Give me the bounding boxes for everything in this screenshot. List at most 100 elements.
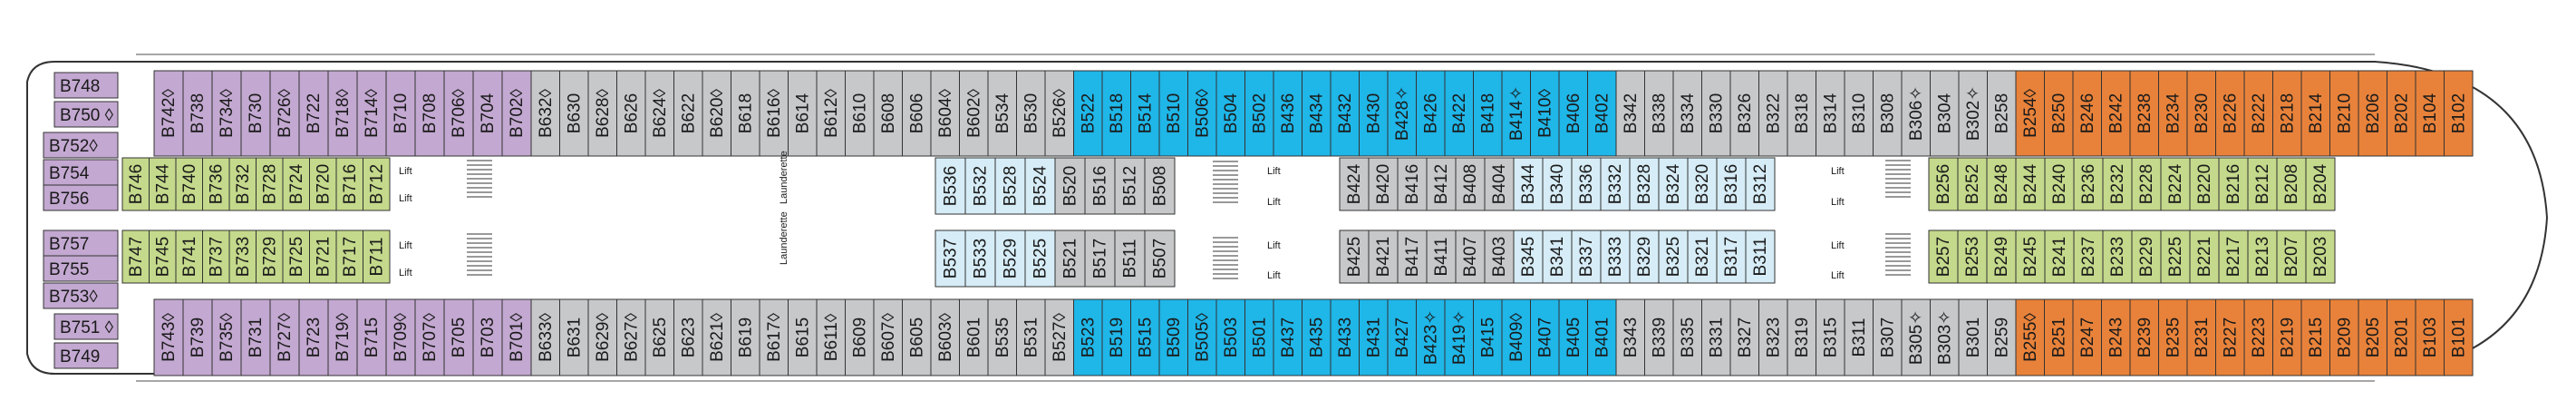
cabin-B515[interactable]: B515 — [1130, 298, 1160, 376]
cabin-B506[interactable]: B506◊ — [1187, 70, 1217, 157]
cabin-B534[interactable]: B534 — [987, 70, 1017, 157]
cabin-B502[interactable]: B502 — [1244, 70, 1274, 157]
cabin-B415[interactable]: B415 — [1473, 298, 1503, 376]
cabin-B206[interactable]: B206 — [2358, 70, 2387, 157]
cabin-B236[interactable]: B236 — [2073, 157, 2104, 211]
cabin-B331[interactable]: B331 — [1701, 298, 1731, 376]
cabin-B535[interactable]: B535 — [987, 298, 1017, 376]
cabin-B103[interactable]: B103 — [2415, 298, 2445, 376]
cabin-B406[interactable]: B406 — [1558, 70, 1588, 157]
cabin-B750[interactable]: B750 ◊ — [53, 101, 119, 128]
cabin-B251[interactable]: B251 — [2044, 298, 2074, 376]
cabin-B729[interactable]: B729 — [256, 230, 284, 284]
cabin-B614[interactable]: B614 — [788, 70, 818, 157]
cabin-B212[interactable]: B212 — [2247, 157, 2278, 211]
cabin-B249[interactable]: B249 — [1986, 230, 2017, 284]
cabin-B223[interactable]: B223 — [2243, 298, 2273, 376]
cabin-B246[interactable]: B246 — [2072, 70, 2102, 157]
cabin-B403[interactable]: B403 — [1484, 230, 1515, 284]
cabin-B718[interactable]: B718◊ — [327, 70, 358, 157]
cabin-B316[interactable]: B316 — [1716, 157, 1747, 211]
cabin-B723[interactable]: B723 — [298, 298, 329, 376]
cabin-B731[interactable]: B731 — [240, 298, 271, 376]
cabin-B408[interactable]: B408 — [1455, 157, 1486, 211]
cabin-B402[interactable]: B402 — [1587, 70, 1617, 157]
cabin-B620[interactable]: B620◊ — [702, 70, 731, 157]
cabin-B334[interactable]: B334 — [1672, 70, 1702, 157]
cabin-B615[interactable]: B615 — [788, 298, 818, 376]
cabin-B247[interactable]: B247 — [2072, 298, 2102, 376]
cabin-B338[interactable]: B338 — [1644, 70, 1674, 157]
cabin-B315[interactable]: B315 — [1816, 298, 1845, 376]
cabin-B332[interactable]: B332 — [1600, 157, 1631, 211]
cabin-B516[interactable]: B516 — [1084, 157, 1116, 215]
cabin-B255[interactable]: B255◊ — [2015, 298, 2045, 376]
cabin-B215[interactable]: B215 — [2300, 298, 2330, 376]
cabin-B253[interactable]: B253 — [1957, 230, 1988, 284]
cabin-B434[interactable]: B434 — [1302, 70, 1332, 157]
cabin-B322[interactable]: B322 — [1758, 70, 1788, 157]
cabin-B753[interactable]: B753◊ — [43, 282, 119, 309]
cabin-B306[interactable]: B306✧ — [1901, 70, 1931, 157]
cabin-B421[interactable]: B421 — [1368, 230, 1399, 284]
cabin-B216[interactable]: B216 — [2218, 157, 2249, 211]
cabin-B435[interactable]: B435 — [1302, 298, 1332, 376]
cabin-B102[interactable]: B102 — [2444, 70, 2474, 157]
cabin-B311[interactable]: B311 — [1844, 298, 1874, 376]
cabin-B325[interactable]: B325 — [1658, 230, 1689, 284]
cabin-B335[interactable]: B335 — [1672, 298, 1702, 376]
cabin-B725[interactable]: B725 — [282, 230, 310, 284]
cabin-B239[interactable]: B239 — [2129, 298, 2159, 376]
cabin-B213[interactable]: B213 — [2247, 230, 2278, 284]
cabin-B735[interactable]: B735◊ — [211, 298, 242, 376]
cabin-B711[interactable]: B711 — [363, 230, 391, 284]
cabin-B719[interactable]: B719◊ — [327, 298, 358, 376]
cabin-B740[interactable]: B740 — [175, 157, 203, 211]
cabin-B407[interactable]: B407 — [1455, 230, 1486, 284]
cabin-B742[interactable]: B742◊ — [153, 70, 184, 157]
cabin-B501[interactable]: B501 — [1244, 298, 1274, 376]
cabin-B737[interactable]: B737 — [202, 230, 230, 284]
cabin-B303[interactable]: B303✧ — [1930, 298, 1960, 376]
cabin-B244[interactable]: B244 — [2015, 157, 2046, 211]
cabin-B624[interactable]: B624◊ — [644, 70, 674, 157]
cabin-B217[interactable]: B217 — [2218, 230, 2249, 284]
cabin-B717[interactable]: B717 — [335, 230, 363, 284]
cabin-B517[interactable]: B517 — [1084, 230, 1116, 288]
cabin-B744[interactable]: B744 — [149, 157, 177, 211]
cabin-B210[interactable]: B210 — [2329, 70, 2359, 157]
cabin-B527[interactable]: B527◊ — [1044, 298, 1074, 376]
cabin-B424[interactable]: B424 — [1339, 157, 1370, 211]
cabin-B328[interactable]: B328 — [1629, 157, 1660, 211]
cabin-B601[interactable]: B601 — [959, 298, 989, 376]
cabin-B512[interactable]: B512 — [1114, 157, 1146, 215]
cabin-B748[interactable]: B748 — [53, 72, 119, 99]
cabin-B724[interactable]: B724 — [282, 157, 310, 211]
cabin-B318[interactable]: B318 — [1787, 70, 1816, 157]
cabin-B307[interactable]: B307 — [1873, 298, 1903, 376]
cabin-B710[interactable]: B710 — [385, 70, 416, 157]
cabin-B618[interactable]: B618 — [731, 70, 760, 157]
cabin-B511[interactable]: B511 — [1114, 230, 1146, 288]
cabin-B619[interactable]: B619 — [731, 298, 760, 376]
cabin-B707[interactable]: B707◊ — [414, 298, 445, 376]
cabin-B610[interactable]: B610 — [845, 70, 875, 157]
cabin-B749[interactable]: B749 — [53, 342, 119, 369]
cabin-B254[interactable]: B254◊ — [2015, 70, 2045, 157]
cabin-B410[interactable]: B410◊ — [1530, 70, 1560, 157]
cabin-B344[interactable]: B344 — [1513, 157, 1544, 211]
cabin-B327[interactable]: B327 — [1729, 298, 1759, 376]
cabin-B728[interactable]: B728 — [256, 157, 284, 211]
cabin-B345[interactable]: B345 — [1513, 230, 1544, 284]
cabin-B302[interactable]: B302✧ — [1958, 70, 1988, 157]
cabin-B428[interactable]: B428✧ — [1387, 70, 1417, 157]
cabin-B622[interactable]: B622 — [673, 70, 703, 157]
cabin-B208[interactable]: B208 — [2276, 157, 2307, 211]
cabin-B523[interactable]: B523 — [1073, 298, 1103, 376]
cabin-B252[interactable]: B252 — [1957, 157, 1988, 211]
cabin-B259[interactable]: B259 — [1987, 298, 2017, 376]
cabin-B616[interactable]: B616◊ — [759, 70, 789, 157]
cabin-B257[interactable]: B257 — [1928, 230, 1959, 284]
cabin-B320[interactable]: B320 — [1687, 157, 1718, 211]
cabin-B727[interactable]: B727◊ — [269, 298, 300, 376]
